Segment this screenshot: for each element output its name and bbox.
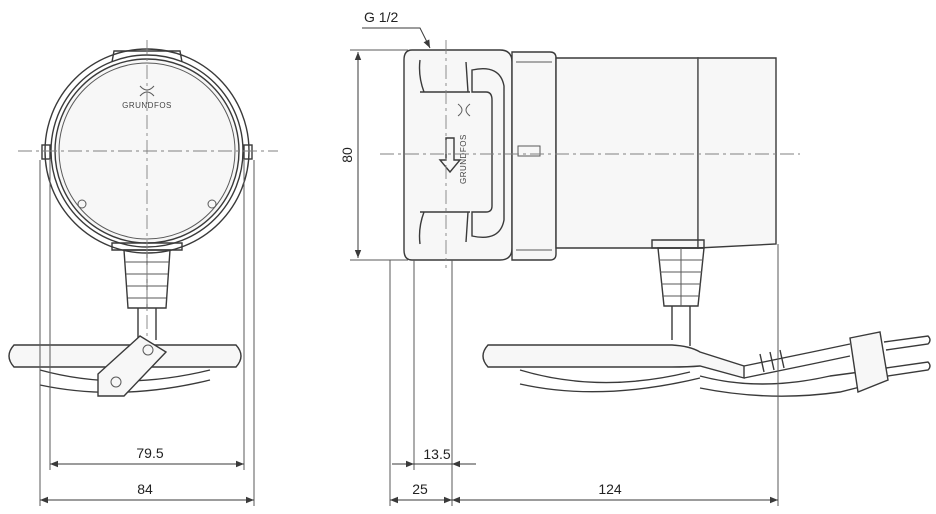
- side-cable-loop: [482, 344, 745, 379]
- dimension-124: 124: [598, 481, 622, 497]
- thread-size-label: G 1/2: [364, 9, 398, 25]
- front-dimensions: 79.5 84: [39, 160, 255, 506]
- thread-leader-line: [362, 27, 431, 49]
- grundfos-logo-side: GRUNDFOS: [459, 134, 468, 184]
- dimension-25: 25: [412, 481, 428, 497]
- coupling-key: [517, 145, 541, 157]
- side-cable-gland: [657, 247, 705, 307]
- plug-cable-grip: [759, 349, 785, 373]
- side-view: GRUNDFOS: [380, 40, 931, 397]
- front-screw-right: [207, 199, 217, 209]
- front-clip-hole-1: [142, 344, 154, 356]
- side-cable-loop-bottom-2: [519, 377, 701, 393]
- front-clip-hole-2: [110, 376, 122, 388]
- pump-bore-lines: [420, 91, 470, 213]
- front-cable-gland: [123, 249, 171, 309]
- plug-cable-bottom: [743, 355, 851, 379]
- pump-port-flares: [418, 59, 425, 245]
- front-face-inner: [58, 62, 236, 240]
- side-dimensions: 80 13.5 25 124: [339, 49, 779, 506]
- grundfos-logo-side-icon: [457, 103, 471, 117]
- front-lug-right: [243, 144, 253, 160]
- plug-cable-second: [699, 371, 861, 385]
- plug-cable-top: [743, 343, 851, 367]
- side-cable: [671, 306, 691, 346]
- dimension-80: 80: [339, 147, 355, 163]
- plug-pin-2: [885, 361, 931, 377]
- pump-housing: [403, 49, 513, 261]
- motor-end: [697, 57, 777, 249]
- dimension-79-5: 79.5: [136, 445, 163, 461]
- front-clip-bracket: [97, 335, 168, 397]
- dimension-13-5: 13.5: [423, 446, 450, 462]
- motor-can: [555, 57, 699, 249]
- pump-port-inner: [465, 61, 469, 243]
- euro-plug: [849, 331, 889, 393]
- front-view: GRUNDFOS: [8, 40, 278, 397]
- front-lug-left: [41, 144, 51, 160]
- pump-volute: [471, 68, 505, 238]
- grundfos-logo-text: GRUNDFOS: [122, 101, 172, 110]
- plug-cable-second-2: [699, 385, 865, 397]
- flow-direction-arrow: [438, 137, 462, 174]
- plug-pin-1: [883, 335, 931, 351]
- thread-callout: G 1/2: [362, 9, 431, 49]
- side-cable-loop-bottom: [519, 369, 691, 384]
- front-screw-left: [77, 199, 87, 209]
- front-cable: [137, 308, 157, 340]
- dimension-84: 84: [137, 481, 153, 497]
- front-gland-base: [111, 242, 183, 251]
